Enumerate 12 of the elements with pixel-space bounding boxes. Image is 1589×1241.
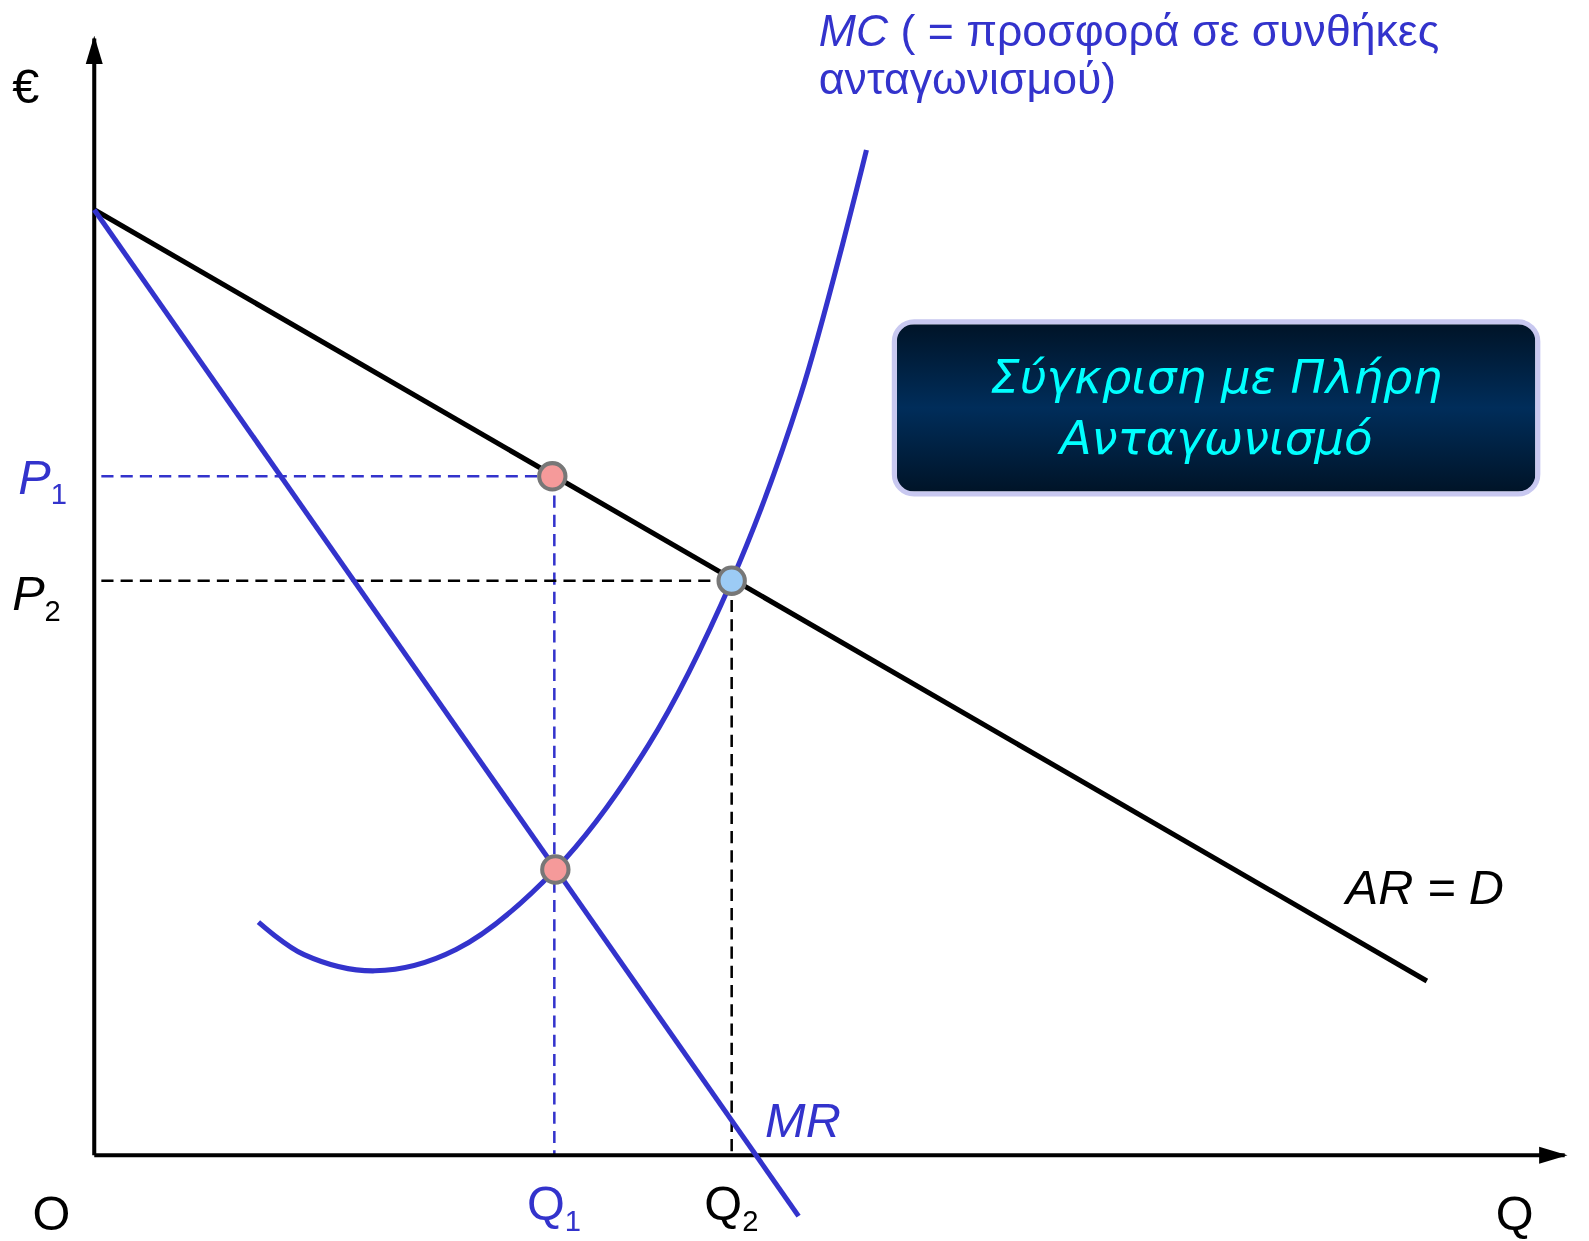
price-label: P$_{2}$ [12,567,61,628]
origin-label: O [32,1187,71,1241]
price-label: P$_{1}$ [18,450,67,511]
curve-label: AR = D [1345,861,1504,915]
title-text: Σύγκριση με Πλήρη Ανταγωνισμό [989,348,1443,467]
quantity-label: Q$_{1}$ [526,1177,582,1238]
axis-label: Q [1495,1187,1534,1241]
title-box [891,319,1541,497]
curve-label: MC ( = προσφορά σε συνθήκες ανταγωνισμού) [818,6,1441,105]
curve-label: MR [765,1094,841,1148]
quantity-label: Q$_{2}$ [704,1177,759,1238]
currency-label: € [12,60,40,115]
